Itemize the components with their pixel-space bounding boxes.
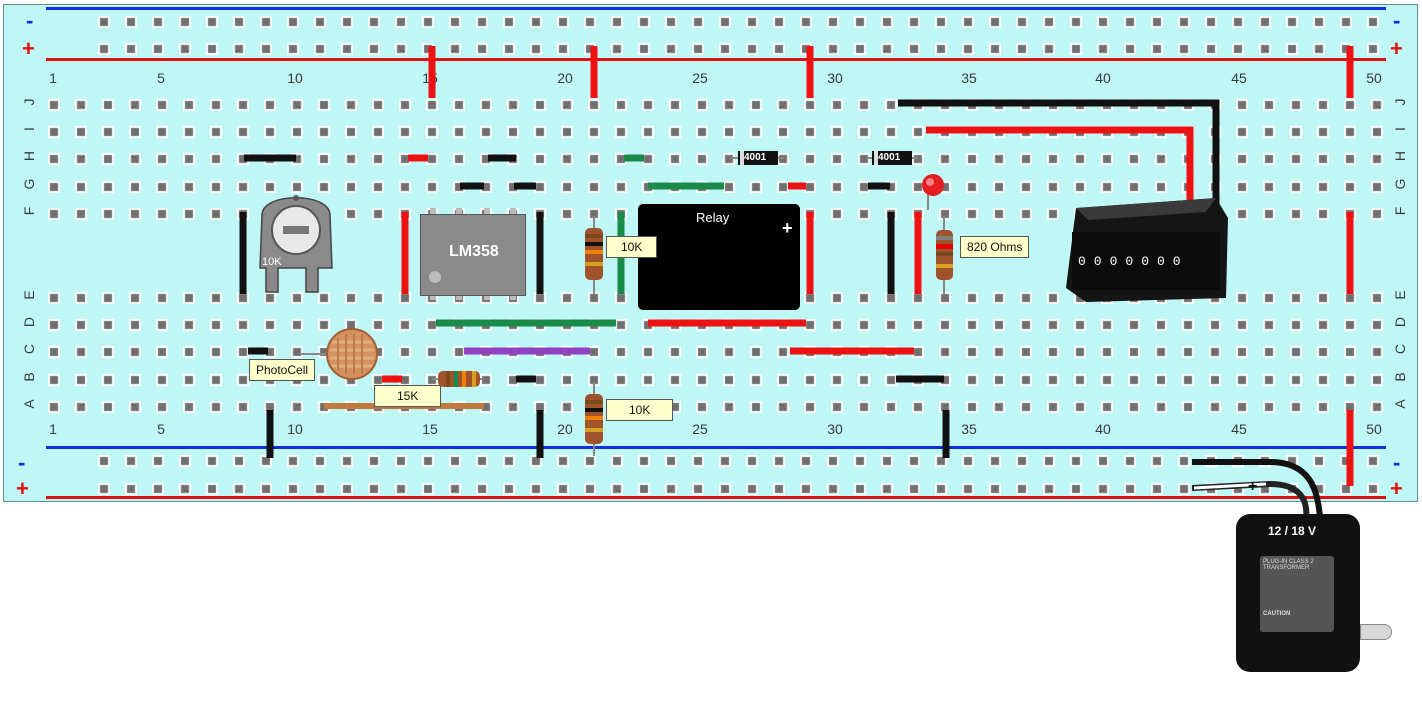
diode-2-label: 4001 xyxy=(878,152,901,163)
col-num-top: 25 xyxy=(692,70,708,86)
col-num-bottom: 15 xyxy=(422,421,438,437)
relay-label: Relay xyxy=(696,210,730,225)
col-num-top: 30 xyxy=(827,70,843,86)
led-red[interactable] xyxy=(922,174,944,210)
top-right-minus-sign: - xyxy=(1393,8,1401,33)
col-num-bottom: 25 xyxy=(692,421,708,437)
top-plus-rail-line xyxy=(46,58,1386,61)
col-num-bottom: 50 xyxy=(1366,421,1382,437)
col-num-top: 5 xyxy=(157,70,165,86)
col-num-top: 40 xyxy=(1095,70,1111,86)
top-minus-rail-line xyxy=(46,7,1386,10)
resistor-820-ohms[interactable] xyxy=(936,216,953,294)
col-num-bottom: 5 xyxy=(157,421,165,437)
col-num-top: 35 xyxy=(961,70,977,86)
relay[interactable]: Relay + xyxy=(638,204,800,310)
resistor-10k-bottom[interactable] xyxy=(585,382,603,456)
resistor-10k-top[interactable] xyxy=(585,216,603,294)
ic-label: LM358 xyxy=(449,243,499,260)
adapter-cord-white[interactable] xyxy=(1191,480,1310,519)
resistor-tag-15k: 15K xyxy=(374,385,442,407)
diode-1-label: 4001 xyxy=(744,152,767,163)
potentiometer-10k[interactable] xyxy=(259,195,333,293)
counter-black-lead[interactable] xyxy=(898,99,1220,210)
adapter-cord-white-core xyxy=(1193,482,1267,490)
bottom-left-minus-sign: - xyxy=(18,450,26,475)
power-adapter[interactable]: 12 / 18 V PLUG-IN CLASS 2 TRANSFORMER CA… xyxy=(1236,514,1392,672)
ic-notch-dot xyxy=(429,271,441,283)
diode-1[interactable] xyxy=(730,151,784,165)
adapter-sticker-title: PLUG-IN CLASS 2 TRANSFORMER xyxy=(1263,559,1314,571)
top-left-plus-sign: + xyxy=(22,36,35,61)
adapter-caution-text: CAUTION xyxy=(1263,611,1291,617)
col-num-bottom: 20 xyxy=(557,421,573,437)
bottom-right-plus-sign: + xyxy=(1390,476,1403,501)
col-num-top: 10 xyxy=(287,70,303,86)
resistor-15k[interactable] xyxy=(432,371,484,387)
ic-lm358[interactable]: LM358 xyxy=(420,214,526,296)
photocell[interactable] xyxy=(300,328,378,380)
top-left-minus-sign: - xyxy=(26,8,34,33)
counter-red-lead[interactable] xyxy=(926,126,1194,210)
col-num-bottom: 10 xyxy=(287,421,303,437)
col-num-bottom: 45 xyxy=(1231,421,1247,437)
col-num-top: 45 xyxy=(1231,70,1247,86)
bottom-left-plus-sign: + xyxy=(16,476,29,501)
adapter-prong xyxy=(1360,624,1392,640)
col-num-top: 20 xyxy=(557,70,573,86)
relay-plus-mark: + xyxy=(782,218,793,238)
digital-counter[interactable]: 0000000 xyxy=(1066,198,1228,302)
bottom-right-minus-sign: - xyxy=(1393,450,1401,475)
potentiometer-label: 10K xyxy=(262,256,282,268)
adapter-voltage-label: 12 / 18 V xyxy=(1268,524,1317,538)
col-num-top: 1 xyxy=(49,70,57,86)
top-right-plus-sign: + xyxy=(1390,36,1403,61)
col-num-bottom: 35 xyxy=(961,421,977,437)
adapter-sticker: PLUG-IN CLASS 2 TRANSFORMER CAUTION xyxy=(1260,556,1334,632)
adapter-plus-mark: + xyxy=(1248,478,1258,495)
col-num-top: 50 xyxy=(1366,70,1382,86)
diode-2[interactable] xyxy=(866,151,918,165)
adapter-cord-black[interactable] xyxy=(1192,459,1323,519)
col-num-bottom: 1 xyxy=(49,421,57,437)
resistor-tag-10k-bottom: 10K xyxy=(606,399,674,421)
ic-pins xyxy=(430,208,516,300)
photocell-tag: PhotoCell xyxy=(249,359,316,381)
col-num-bottom: 30 xyxy=(827,421,843,437)
resistor-tag-10k-top: 10K xyxy=(606,236,658,258)
col-num-bottom: 40 xyxy=(1095,421,1111,437)
bottom-plus-rail-line xyxy=(46,496,1386,499)
bottom-minus-rail-line xyxy=(46,446,1386,449)
counter-digits: 0000000 xyxy=(1078,254,1189,269)
resistor-tag-820-ohms: 820 Ohms xyxy=(960,236,1030,258)
